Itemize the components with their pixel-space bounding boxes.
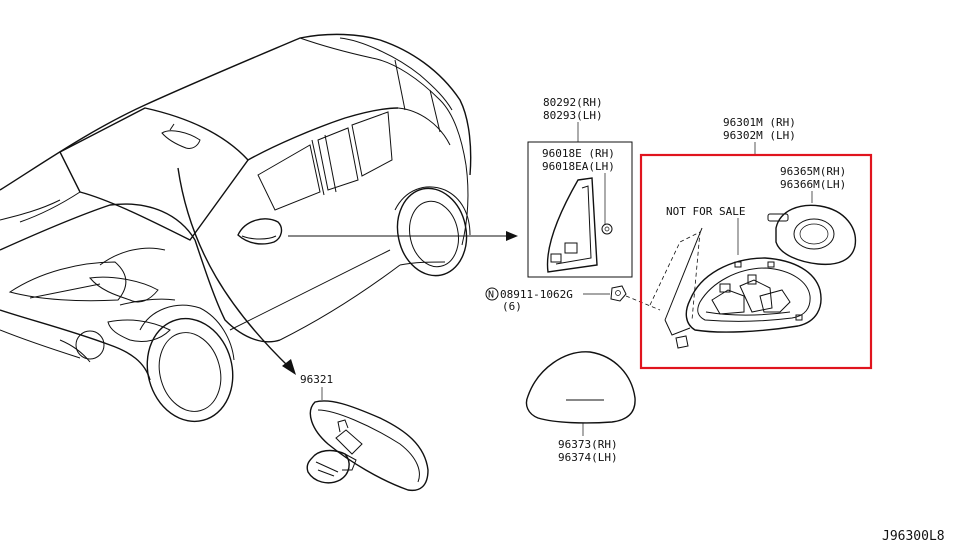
clip-nut-part[interactable] xyxy=(601,223,613,235)
part-96365m-label: 96365M(RH) xyxy=(780,165,846,178)
corner-finisher-part[interactable] xyxy=(546,177,598,273)
part-96018e-label: 96018E (RH) xyxy=(542,147,615,160)
part-80292-label: 80292(RH) xyxy=(543,96,603,109)
leader-arrows xyxy=(177,167,518,375)
part-96321-group: 96321 xyxy=(300,373,429,492)
part-80292-group: 80292(RH) 80293(LH) 96018E (RH) 96018EA(… xyxy=(527,96,633,278)
bolt-prefix-symbol: N xyxy=(488,290,494,301)
not-for-sale-label: NOT FOR SALE xyxy=(666,205,745,218)
part-96321-label: 96321 xyxy=(300,373,333,386)
part-80293-label: 80293(LH) xyxy=(543,109,603,122)
inside-mirror-part[interactable] xyxy=(306,400,429,492)
mirror-cover-part[interactable] xyxy=(525,351,636,424)
mirror-body-part[interactable] xyxy=(649,227,822,349)
part-96302m-label: 96302M (LH) xyxy=(723,129,796,142)
mirror-glass-part[interactable] xyxy=(767,204,857,266)
part-96301m-group: 96301M (RH) 96302M (LH) 96365M(RH) 96366… xyxy=(639,116,873,370)
part-96366m-label: 96366M(LH) xyxy=(780,178,846,191)
part-80292-box xyxy=(527,141,633,278)
diagram-code: J96300L8 xyxy=(882,529,945,544)
part-96373-group: 96373(RH) 96374(LH) xyxy=(525,351,636,464)
bolt-symbol-circle xyxy=(485,287,499,301)
part-96373-label: 96373(RH) xyxy=(558,438,618,451)
bolt-nut-part[interactable] xyxy=(610,285,627,302)
part-96301m-label: 96301M (RH) xyxy=(723,116,796,129)
bolt-part-number: 08911-1062G xyxy=(500,288,573,301)
vehicle-illustration xyxy=(0,33,472,423)
part-96018ea-label: 96018EA(LH) xyxy=(542,160,615,173)
bolt-group: N 08911-1062G (6) xyxy=(485,285,661,313)
bolt-quantity: (6) xyxy=(502,300,522,313)
part-96374-label: 96374(LH) xyxy=(558,451,618,464)
highlighted-assembly-box[interactable] xyxy=(639,153,873,370)
